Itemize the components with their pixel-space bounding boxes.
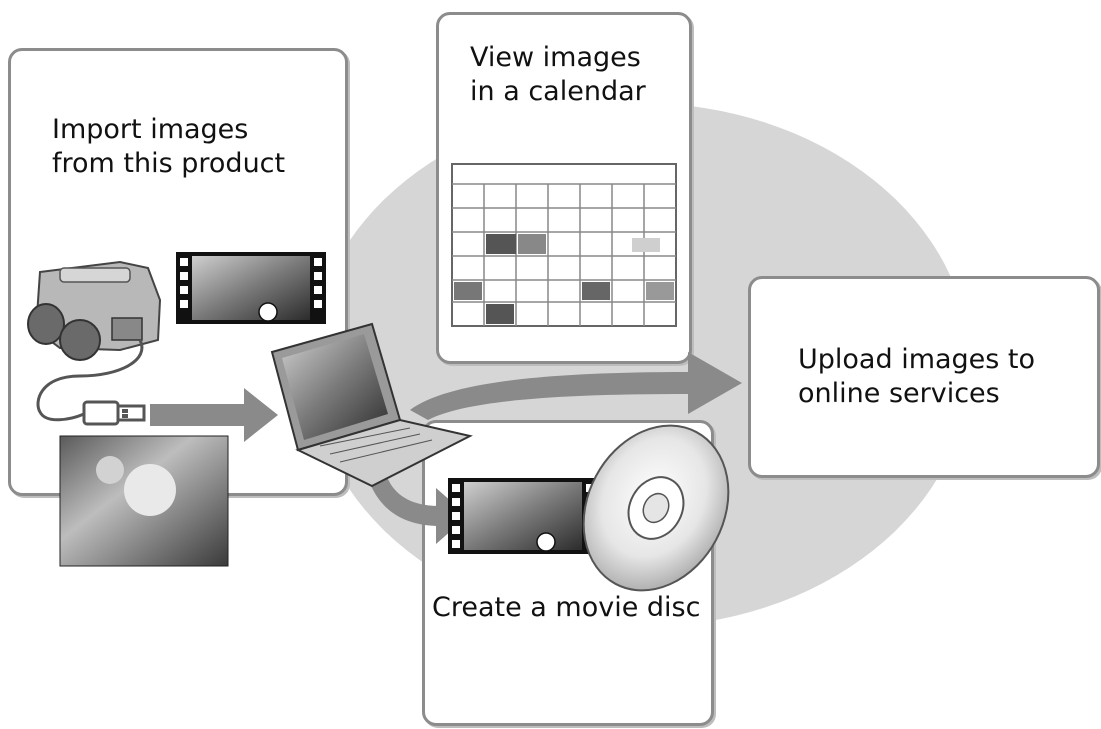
calendar-label-line1: View images <box>470 42 641 73</box>
usb-cable-icon <box>36 339 146 426</box>
arrow-icon <box>150 388 278 442</box>
import-label-line2: from this product <box>52 148 286 179</box>
upload-box <box>748 276 1100 478</box>
disc-film-strip-icon <box>448 478 598 554</box>
dvd-disc-icon <box>582 424 730 592</box>
upload-arrow-icon <box>410 352 742 420</box>
import-label-line1: Import images <box>52 114 249 145</box>
binoculars-camera-icon <box>27 260 162 361</box>
calendar-icon <box>451 163 677 327</box>
calendar-label-line2: in a calendar <box>470 76 646 107</box>
upload-label-line1: Upload images to <box>798 344 1036 375</box>
film-strip-icon <box>176 252 326 324</box>
upload-label-line2: online services <box>798 378 1000 409</box>
laptop-icon <box>270 322 473 488</box>
disc-label: Create a movie disc <box>432 592 701 623</box>
photo-icon <box>59 435 229 567</box>
